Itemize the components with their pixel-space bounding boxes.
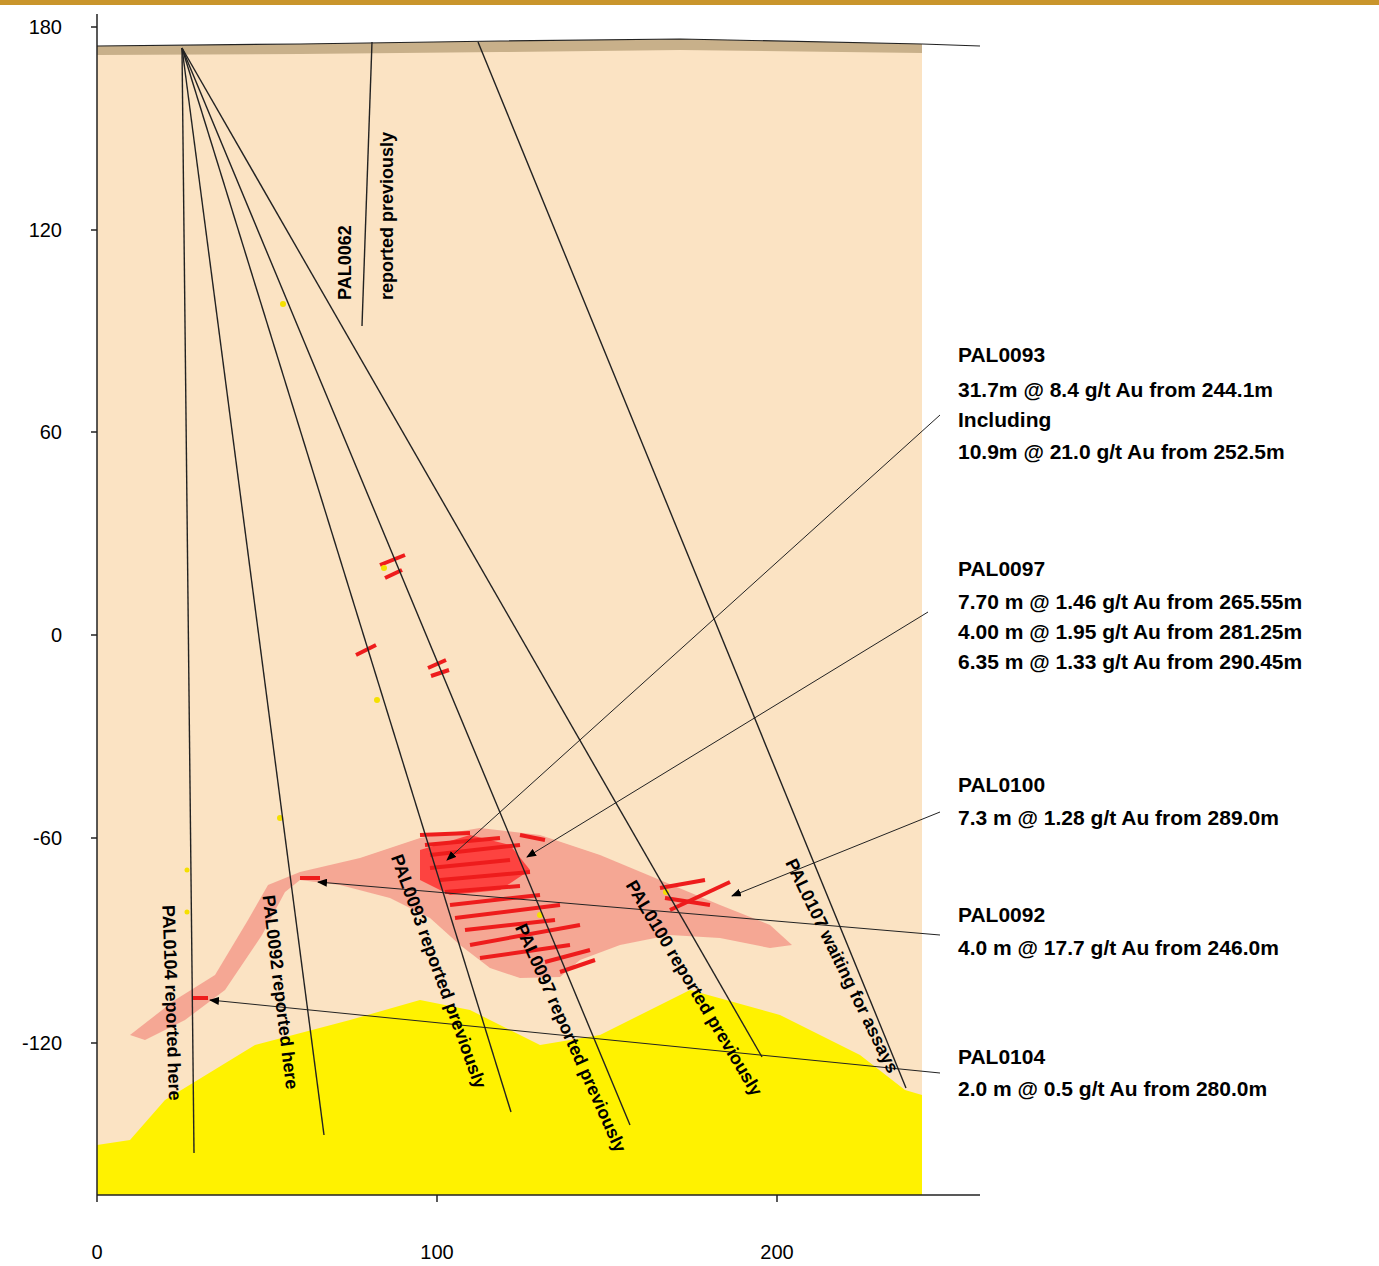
callout-text: 31.7m @ 8.4 g/t Au from 244.1m bbox=[958, 378, 1273, 402]
hole-label: PAL0062 bbox=[335, 225, 356, 300]
leader-lines bbox=[210, 415, 940, 1073]
callout-text: 10.9m @ 21.0 g/t Au from 252.5m bbox=[958, 440, 1285, 464]
axis-tick: 60 bbox=[40, 421, 62, 444]
callout-title: PAL0100 bbox=[958, 773, 1045, 797]
yellow-unit bbox=[97, 990, 922, 1195]
callout-text: 2.0 m @ 0.5 g/t Au from 280.0m bbox=[958, 1077, 1267, 1101]
callout-text: 4.00 m @ 1.95 g/t Au from 281.25m bbox=[958, 620, 1302, 644]
callout-text: 7.3 m @ 1.28 g/t Au from 289.0m bbox=[958, 806, 1279, 830]
callout-text: 6.35 m @ 1.33 g/t Au from 290.45m bbox=[958, 650, 1302, 674]
axis-tick: 200 bbox=[760, 1241, 793, 1264]
axis-tick: -120 bbox=[22, 1032, 62, 1055]
axes bbox=[91, 14, 980, 1202]
axis-tick: -60 bbox=[33, 827, 62, 850]
topography bbox=[97, 39, 980, 46]
axis-tick: 0 bbox=[51, 624, 62, 647]
callout-title: PAL0097 bbox=[958, 557, 1045, 581]
assay-dots bbox=[185, 301, 670, 918]
axis-tick: 0 bbox=[91, 1241, 102, 1264]
callout-text: Including bbox=[958, 408, 1051, 432]
callout-text: 4.0 m @ 17.7 g/t Au from 246.0m bbox=[958, 936, 1279, 960]
callout-title: PAL0092 bbox=[958, 903, 1045, 927]
axis-tick: 100 bbox=[420, 1241, 453, 1264]
callout-text: 7.70 m @ 1.46 g/t Au from 265.55m bbox=[958, 590, 1302, 614]
axis-tick: 180 bbox=[29, 16, 62, 39]
top-bar bbox=[0, 0, 1379, 5]
host-rock bbox=[97, 46, 922, 1195]
callout-title: PAL0104 bbox=[958, 1045, 1045, 1069]
axis-tick: 120 bbox=[29, 219, 62, 242]
callout-title: PAL0093 bbox=[958, 343, 1045, 367]
hole-label: reported previously bbox=[377, 132, 398, 300]
